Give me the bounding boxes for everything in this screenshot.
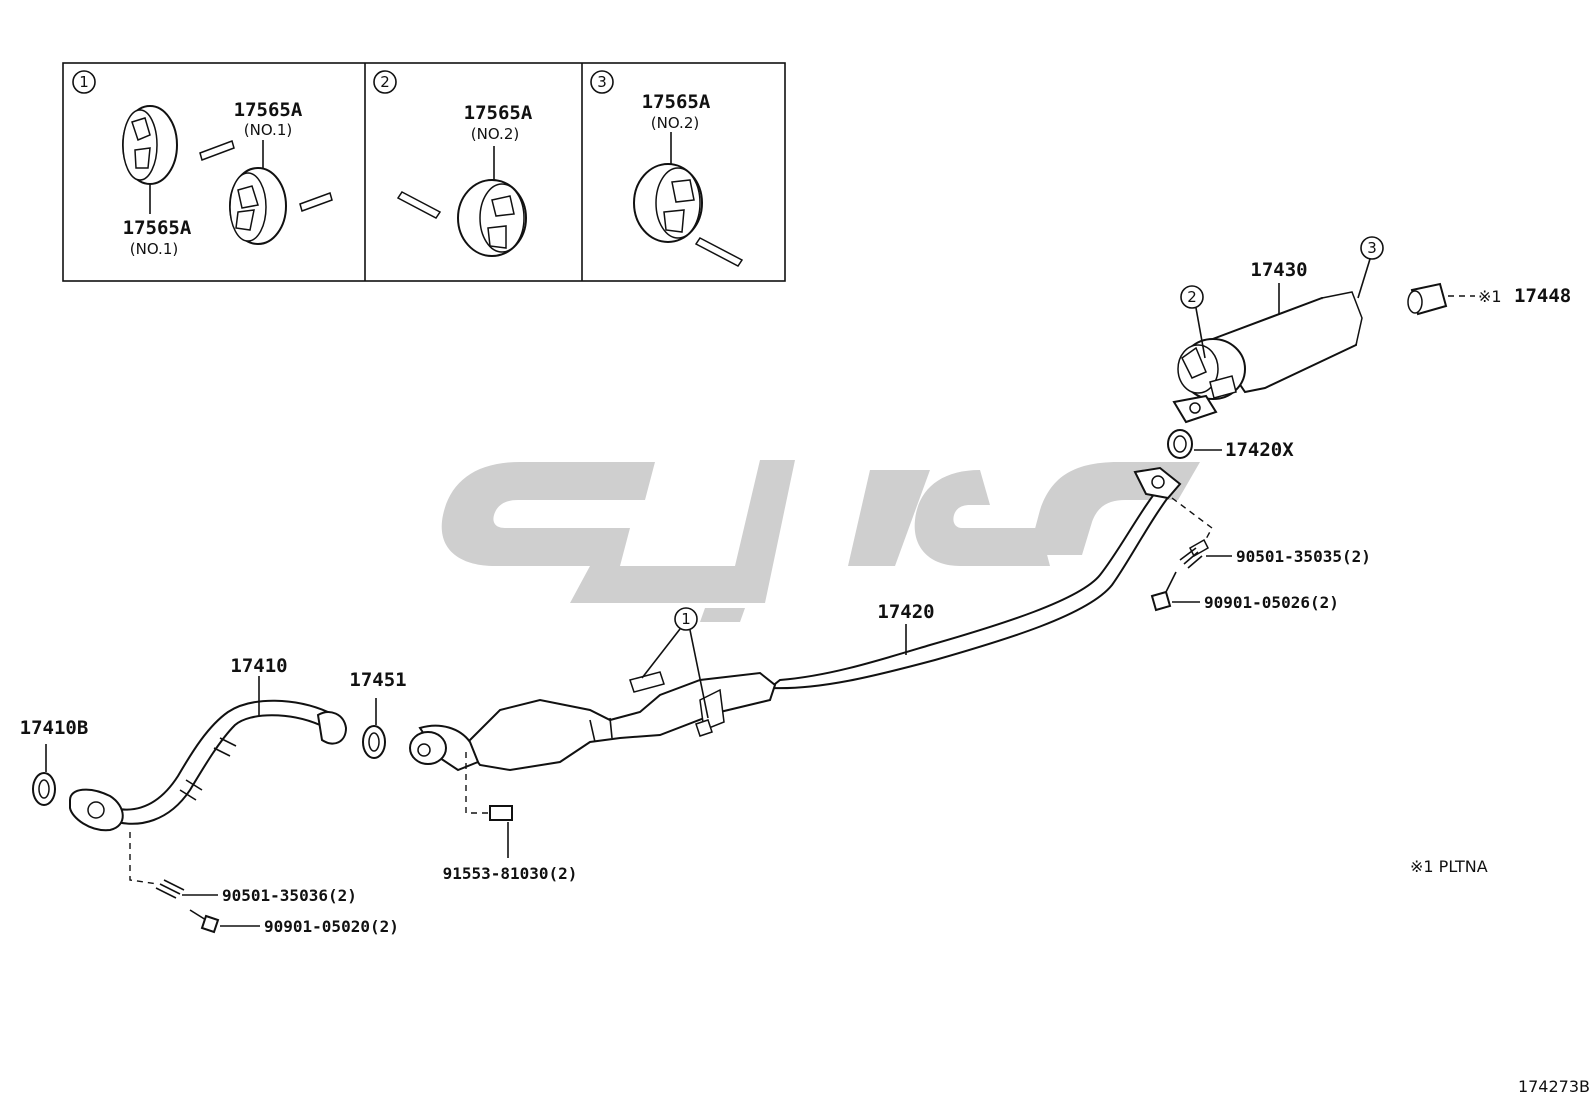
part-sublabel: (NO.2) (651, 114, 699, 132)
part-label: 17565A (123, 217, 192, 239)
rear-flange (316, 711, 348, 745)
part-label-90501-35035: 90501-35035(2) (1236, 547, 1371, 566)
hanger-rod (694, 237, 744, 267)
variant-mark: ※1 (1478, 287, 1502, 306)
inlet-pipe-stub (1209, 375, 1237, 399)
hanger-hole (487, 195, 515, 249)
watermark-logo (441, 460, 1200, 622)
spring-coil (1179, 547, 1203, 569)
tail-muffler-17430: 2 3 17430 (1172, 236, 1384, 424)
hanger-hole (131, 117, 151, 169)
pipe-bellows (179, 737, 237, 801)
hanger-pin (629, 671, 665, 693)
spring-icon (155, 879, 185, 899)
variant-note: ※1 PLTNA (1410, 857, 1488, 876)
part-label: 17565A (642, 91, 711, 113)
front-pipe-bolts: 90501-35036(2) 90901-05020(2) (129, 832, 399, 936)
part-label-90501-35036: 90501-35036(2) (222, 886, 357, 905)
gasket-hole (38, 779, 50, 799)
bolt-head-icon (200, 914, 220, 934)
part-label-17451: 17451 (349, 669, 406, 691)
flange-hole (1189, 402, 1201, 414)
inset-1: 1 17565A (NO.1) 17565A (NO.1) (72, 70, 333, 258)
callout-circle (1360, 236, 1384, 260)
pipe-body (108, 699, 330, 825)
tail-tip-17448: ※1 17448 (1407, 282, 1571, 316)
gasket-hole (368, 732, 380, 752)
bolt-shaft (189, 909, 207, 921)
gasket-17451: 17451 (349, 669, 407, 759)
flange-hole (417, 743, 431, 757)
pipe-body (767, 478, 1177, 690)
front-bolt: 91553-81030(2) (443, 752, 578, 883)
inset-frame (62, 62, 786, 282)
part-label-90901-05026: 90901-05026(2) (1204, 593, 1339, 612)
part-sublabel: (NO.2) (471, 125, 519, 143)
spring-icon (1189, 538, 1209, 558)
flange-hole (1151, 475, 1165, 489)
inset-table: 1 17565A (NO.1) 17565A (NO.1) 2 (62, 62, 786, 282)
converter-seam (589, 717, 613, 743)
assembly-line (129, 832, 159, 885)
hanger-hole (235, 185, 259, 231)
part-label-17430: 17430 (1250, 259, 1307, 281)
assembly-line (465, 752, 490, 814)
part-label: 17565A (234, 99, 303, 121)
inset-number: 3 (597, 73, 607, 91)
inset-3: 3 17565A (NO.2) (590, 70, 744, 267)
gasket-hole (1173, 435, 1187, 453)
leader-line (1357, 258, 1371, 299)
bolt-head-icon (489, 805, 513, 821)
callout-1: 1 (681, 610, 691, 628)
figure-id: 174273B (1518, 1077, 1590, 1096)
hanger-hole (663, 179, 695, 233)
gasket-17420X: 17420X (1167, 429, 1294, 461)
hanger-rod (199, 140, 235, 161)
catalytic-converter (463, 671, 777, 772)
part-label-17448: 17448 (1514, 285, 1571, 307)
rear-bolts: 90501-35035(2) 90901-05026(2) (1150, 497, 1371, 612)
inset-2: 2 17565A (NO.2) (373, 70, 533, 257)
part-label-17420: 17420 (877, 601, 934, 623)
callout-circle (674, 607, 698, 631)
hanger-pin (695, 719, 713, 737)
hanger-rod (396, 191, 442, 219)
callout-2: 2 (1187, 288, 1197, 306)
part-label-17410B: 17410B (20, 717, 89, 739)
inset-number-circle (590, 70, 614, 94)
inset-number: 2 (380, 73, 390, 91)
tail-tip-end (1407, 290, 1423, 314)
part-label-90901-05020: 90901-05020(2) (264, 917, 399, 936)
inset-number: 1 (79, 73, 89, 91)
callout-circle (1180, 285, 1204, 309)
assembly-line (1171, 497, 1213, 551)
inset-number-circle (373, 70, 397, 94)
hanger-pin (1181, 346, 1207, 379)
center-pipe-17420: 1 17420 (409, 466, 1182, 772)
hanger-rod (299, 192, 333, 212)
leader-line (641, 628, 681, 679)
leader-line (689, 629, 709, 719)
callout-3: 3 (1367, 239, 1377, 257)
inset-number-circle (72, 70, 96, 94)
leader-line (1195, 307, 1206, 359)
front-pipe-17410: 17410 (69, 655, 348, 832)
part-sublabel: (NO.1) (244, 121, 292, 139)
muffler-tail-bracket (1321, 291, 1363, 346)
bolt-head-icon (1150, 590, 1172, 612)
gasket-17410B: 17410B (20, 717, 89, 806)
part-sublabel: (NO.1) (130, 240, 178, 258)
flange-hole (87, 801, 105, 819)
part-label-91553-81030: 91553-81030(2) (443, 864, 578, 883)
part-label: 17565A (464, 102, 533, 124)
part-label-17410: 17410 (230, 655, 287, 677)
part-label-17420X: 17420X (1225, 439, 1294, 461)
